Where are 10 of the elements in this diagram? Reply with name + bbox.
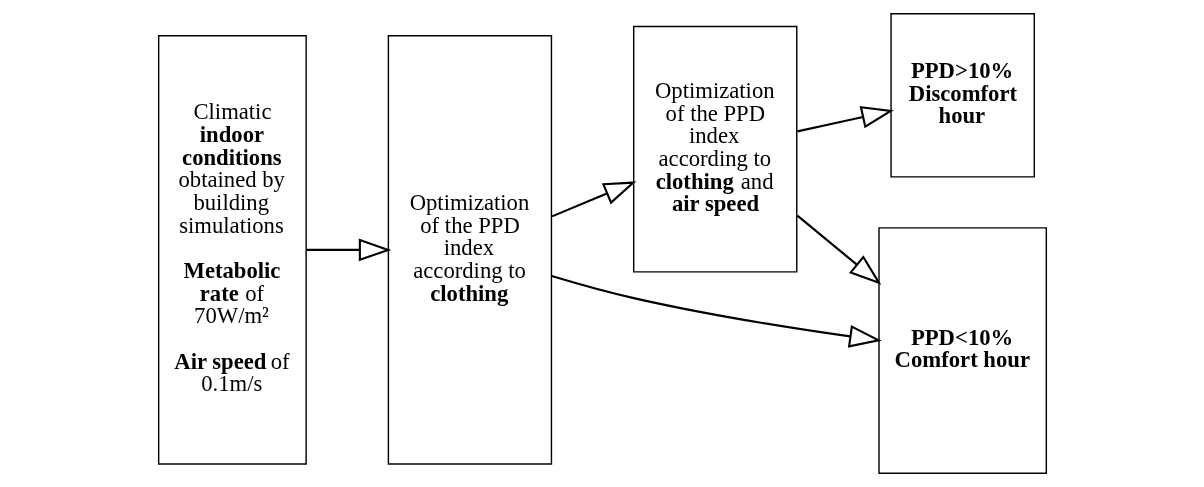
arrow (305, 238, 391, 262)
arrow (551, 181, 636, 218)
arrow (796, 106, 894, 133)
node-box: Optimization of the PPD index according to clothing and air speed (632, 25, 797, 273)
node-box: Optimization of the PPD index according to clothing (387, 35, 552, 465)
arrow (550, 274, 882, 348)
node-box: Climatic indoor conditions obtained by building simulations Metabolic rate of 70W/m² Air speed of 0.1m/s (157, 35, 307, 465)
node-box: PPD<10% Comfort hour (877, 227, 1047, 474)
arrow (796, 214, 881, 285)
node-box: PPD>10% Discomfort hour (889, 13, 1035, 178)
